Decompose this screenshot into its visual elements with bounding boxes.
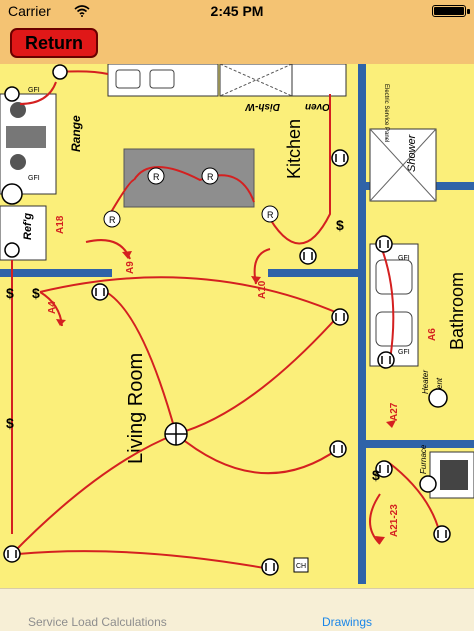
gfi-2: GFI — [28, 175, 40, 182]
tab-drawings[interactable]: Drawings — [322, 615, 373, 629]
furnace — [429, 451, 474, 499]
receptacle-r-symbols: R R R R — [103, 167, 279, 228]
r-symbol-1: R — [153, 172, 160, 182]
tab-service-load-calculations[interactable]: Service Load Calculations — [28, 615, 167, 629]
return-button[interactable]: Return — [10, 28, 98, 58]
shower — [369, 128, 437, 202]
electric-panel-label: Electric Service Panel — [383, 84, 389, 142]
oven-label: Oven — [305, 101, 330, 112]
circuit-a9: A9 — [125, 261, 136, 274]
ch-label: CH — [296, 563, 306, 570]
gfi-labels: GFI GFI GFI GFI — [28, 87, 410, 356]
ceiling-lights — [1, 183, 448, 493]
r-symbol-4: R — [267, 210, 274, 220]
switch-3: $ — [336, 217, 344, 233]
gfi-1: GFI — [28, 87, 40, 94]
furnace-label: Furnace — [419, 444, 428, 474]
switch-2: $ — [32, 285, 40, 301]
switch-5: $ — [372, 467, 380, 483]
ch-box — [293, 557, 309, 573]
circuit-a6: A6 — [427, 328, 438, 341]
circuit-a10: A10 — [257, 280, 268, 299]
bathroom-label: Bathroom — [447, 272, 467, 350]
battery-icon — [432, 5, 470, 17]
range-label: Range — [69, 115, 83, 152]
vent-label: Vent — [435, 377, 444, 394]
circuit-a18: A18 — [55, 215, 66, 234]
receptacle-slots — [7, 154, 447, 571]
gfi-4: GFI — [398, 349, 410, 356]
refrigerator-label: Ref'g — [22, 213, 34, 240]
circuit-a4: A4 — [47, 301, 58, 314]
home-run-arrows — [56, 251, 396, 544]
shower-label: Shower — [406, 133, 418, 172]
dish-w-label: Dish-W — [244, 101, 280, 112]
electrical-floor-plan[interactable]: Dish-W Oven Range Ref'g Shower Electric … — [0, 64, 474, 588]
clock: 2:45 PM — [210, 3, 264, 19]
circuit-a21-23: A21-23 — [389, 504, 400, 537]
status-bar: Carrier 2:45 PM — [0, 0, 474, 22]
heater-label: Heater — [421, 370, 430, 394]
r-symbol-2: R — [207, 172, 214, 182]
range-appliance — [0, 93, 57, 195]
carrier-label: Carrier — [8, 3, 51, 19]
kitchen-counter — [107, 64, 347, 97]
switch-4: $ — [6, 415, 14, 431]
wiring — [11, 70, 441, 570]
gfi-3: GFI — [398, 255, 410, 262]
wifi-icon — [74, 5, 90, 17]
circuit-a27: A27 — [389, 402, 400, 421]
floor-plan-drawing: Dish-W Oven Range Ref'g Shower Electric … — [0, 64, 474, 588]
nav-bar: Return — [0, 22, 474, 64]
kitchen-label: Kitchen — [284, 119, 304, 179]
bathroom-vanity — [369, 243, 419, 367]
switch-symbols: $ $ $ $ $ — [6, 217, 380, 483]
living-room-label: Living Room — [125, 353, 147, 464]
tab-bar: Service Load Calculations Drawings — [0, 588, 474, 631]
r-symbol-3: R — [109, 215, 116, 225]
switch-1: $ — [6, 285, 14, 301]
